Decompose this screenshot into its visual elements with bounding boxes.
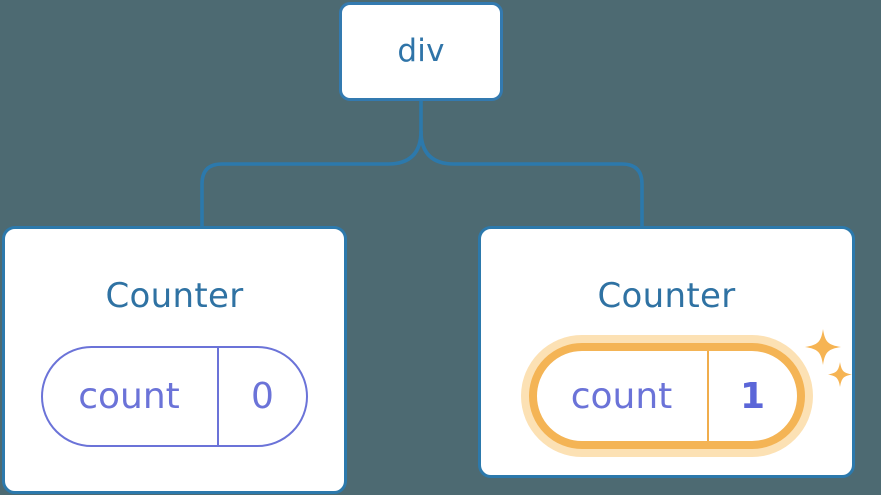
component-card-counter-right[interactable]: Counter count 1 [478, 226, 855, 478]
state-pill[interactable]: count 0 [41, 346, 308, 447]
root-node-div[interactable]: div [339, 2, 503, 101]
component-title: Counter [597, 276, 736, 316]
state-value: 0 [251, 376, 274, 417]
state-key: count [43, 348, 219, 445]
state-pill-wrapper: count 0 [41, 346, 308, 447]
state-value: 1 [739, 375, 766, 417]
root-node-label: div [397, 33, 445, 69]
sparkle-icon [804, 329, 841, 365]
state-pill[interactable]: count 1 [528, 343, 805, 449]
state-pill-wrapper: count 1 [520, 329, 852, 457]
state-key: count [537, 351, 709, 441]
component-card-counter-left[interactable]: Counter count 0 [2, 226, 347, 494]
component-title: Counter [105, 276, 244, 316]
state-pill-highlight-glow: count 1 [520, 335, 813, 457]
sparkle-icon [827, 362, 852, 387]
